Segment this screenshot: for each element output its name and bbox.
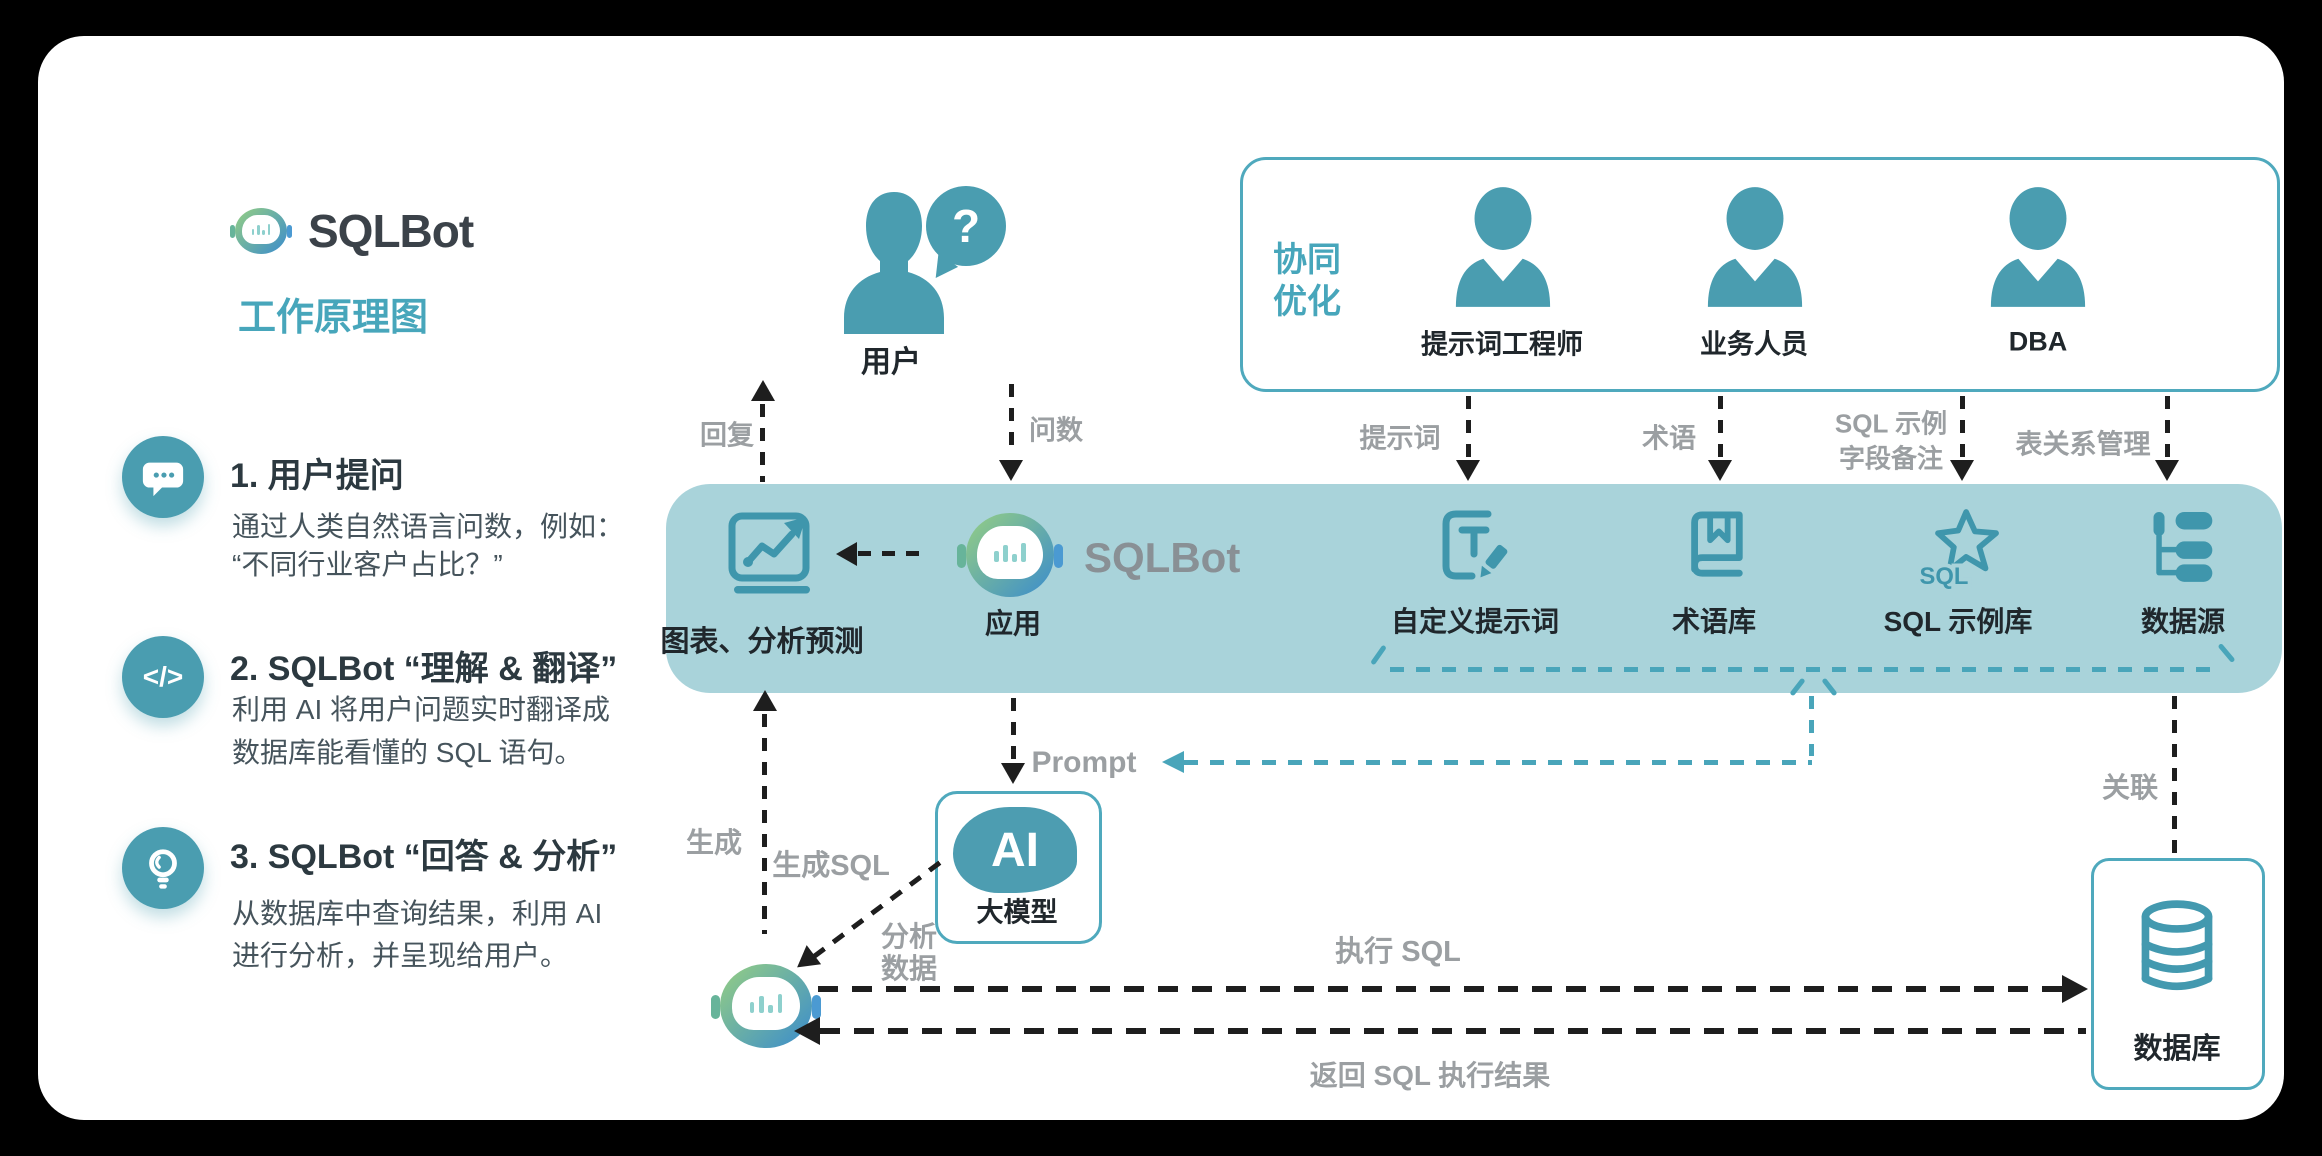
terminology-book-icon [1691,511,1743,577]
prompt-words-label: 提示词 [1359,423,1441,454]
app-to-chart-line [858,551,920,556]
reply-arrow-line [760,404,765,482]
user-icon [844,192,944,334]
sqlbot-core-band [666,484,2282,693]
database-label: 数据库 [2133,1033,2221,1065]
relate-line [2172,696,2177,854]
ask-arrow-line [1009,384,1014,456]
sqlbot-app-icon [957,513,1063,597]
custom-prompt-icon [1442,510,1508,580]
execute-sql-line [818,986,2064,992]
sqlbot-bottom-icon [710,964,822,1048]
step1-bullet [122,436,204,518]
step2-title: 2. SQLBot “理解 & 翻译” [230,650,618,688]
user-label: 用户 [861,346,921,379]
datasource-tree-icon [2153,512,2213,582]
step1-line1: 通过人类自然语言问数，例如： [232,511,625,542]
code-icon: </> [142,661,184,692]
ai-model-label: 大模型 [976,897,1058,928]
table-relation-arrowhead [2155,460,2179,481]
sql-example-arrowhead [1950,460,1974,481]
step1-line2: “不同行业客户占比？” [232,549,503,580]
app-to-chart-arrowhead [836,542,857,566]
chart-analysis-icon [728,512,810,594]
step3-line1: 从数据库中查询结果，利用 AI [232,898,603,929]
generate-sql-label: 生成SQL [772,850,890,882]
step3-line2: 进行分析，并呈现给用户。 [232,940,569,971]
terms-arrow-line [1718,396,1723,458]
prompt-words-arrow-line [1466,396,1471,458]
reply-arrowhead [751,380,775,401]
feedback-arrowhead [1162,751,1184,773]
sqlbot-logo-icon [229,208,293,254]
collab-title: 协同 优化 [1273,241,1341,321]
ask-arrowhead [999,460,1023,481]
ask-label: 问数 [1029,415,1083,446]
prompt-arrowhead [1001,763,1025,784]
analyze-label-line1: 分析 [880,921,938,952]
app-brand-text: SQLBot [1084,534,1241,581]
reply-label: 回复 [700,420,754,451]
database-cylinder-icon [2141,900,2213,991]
page-title: 工作原理图 [238,297,429,339]
return-result-line [820,1028,2086,1034]
feedback-line-horizontal [1390,667,2220,672]
prompt-words-arrowhead [1456,460,1480,481]
sql-example-label-line2: 字段备注 [1838,443,1944,474]
terminology-label: 术语库 [1671,606,1757,637]
sql-example-library-label: SQL 示例库 [1883,606,2033,637]
generate-arrowhead [753,690,777,711]
sql-example-label-line1: SQL 示例 [1834,408,1948,439]
step2-line2: 数据库能看懂的 SQL 语句。 [232,737,583,768]
sql-badge-text: SQL [1920,563,1969,590]
chart-analysis-label: 图表、分析预测 [660,626,864,658]
generate-arrow-line [762,714,767,934]
bulb-icon [149,849,177,889]
role-dba: DBA [2008,326,2068,357]
custom-prompt-label: 自定义提示词 [1390,606,1560,637]
relate-label: 关联 [2101,772,2159,803]
step3-title: 3. SQLBot “回答 & 分析” [230,838,618,876]
diagram-card: SQLBot 工作原理图 1. 用户提问 通过人类自然语言问数，例如： “不同行… [38,36,2284,1120]
database-box [2091,858,2265,1090]
ai-blob-icon: AI [953,807,1077,893]
table-relation-label: 表关系管理 [2015,429,2151,460]
step2-bullet: </> [122,636,204,718]
terms-label: 术语 [1642,423,1696,454]
prompt-label: Prompt [1031,746,1137,779]
role-prompt-engineer: 提示词工程师 [1421,329,1583,360]
feedback-to-prompt-line [1184,760,1812,765]
return-result-arrowhead [794,1017,820,1045]
execute-sql-arrowhead [2062,975,2088,1003]
role-business-user: 业务人员 [1700,329,1808,360]
analyze-label-line2: 数据 [880,953,938,984]
return-result-label: 返回 SQL 执行结果 [1309,1060,1551,1091]
step2-line1: 利用 AI 将用户问题实时翻译成 [232,694,611,725]
person-icon-prompt-engineer [1455,187,1551,307]
app-label: 应用 [984,608,1042,639]
chat-icon [142,462,184,497]
person-icon-dba [1990,187,2086,307]
prompt-arrow-line [1011,698,1016,760]
execute-sql-label: 执行 SQL [1335,936,1461,968]
brand-name: SQLBot [308,205,474,257]
step3-bullet [122,827,204,909]
question-bubble-icon: ? [926,186,1006,266]
question-mark: ? [951,200,981,252]
datasource-label: 数据源 [2140,606,2226,637]
person-icon-business-user [1707,187,1803,307]
sql-example-star-icon: SQL [1916,509,1999,594]
feedback-stub-vertical [1809,696,1814,756]
sql-example-arrow-line [1960,396,1965,458]
table-relation-arrow-line [2165,396,2170,458]
ai-badge: AI [991,823,1039,877]
generate-label: 生成 [685,827,743,858]
step1-title: 1. 用户提问 [230,457,404,495]
terms-arrowhead [1708,460,1732,481]
